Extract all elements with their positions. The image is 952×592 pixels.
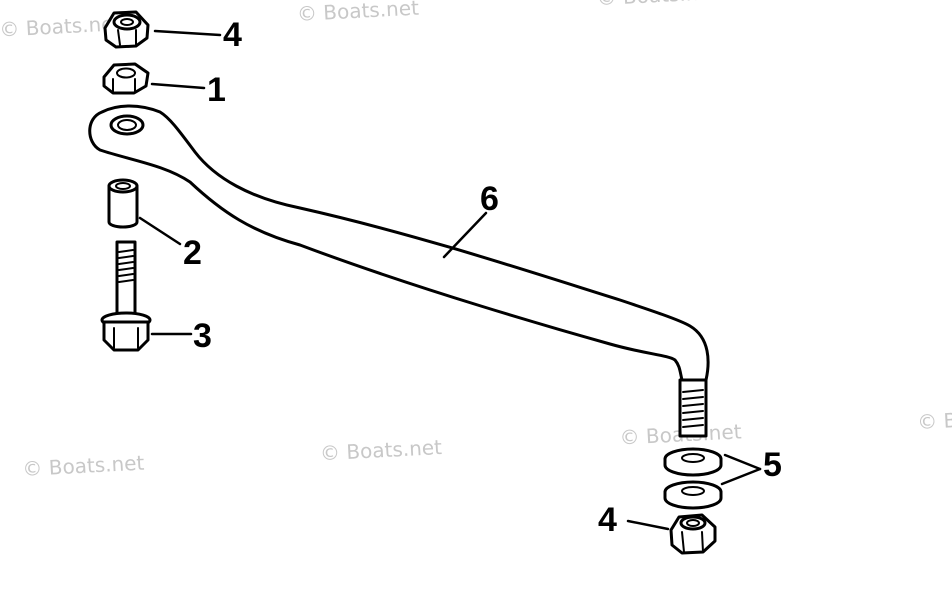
callout-nut-bottom: 4 <box>598 501 617 539</box>
watermark: © Boats.net <box>22 451 145 481</box>
washer-lower <box>663 480 723 510</box>
tie-bar <box>88 104 710 438</box>
callout-nut-top: 4 <box>223 16 242 54</box>
lock-nut-bottom <box>669 513 717 555</box>
hex-nut-washer <box>102 62 150 95</box>
hex-bolt <box>100 240 152 352</box>
watermark: © Boats.net <box>596 0 719 10</box>
spacer-sleeve <box>107 178 139 229</box>
lock-nut-top <box>103 10 150 49</box>
watermark: © Boats.net <box>319 435 442 465</box>
callout-bolt: 3 <box>193 317 212 355</box>
callout-labels: 4 1 2 3 6 5 4 <box>183 16 782 539</box>
leader-lines <box>138 29 762 531</box>
callout-washers-bottom: 5 <box>763 446 782 484</box>
callout-tie-bar: 6 <box>480 180 499 218</box>
callout-spacer: 2 <box>183 234 202 272</box>
watermark: © Boats.net <box>296 0 419 26</box>
watermark: © Boats.net <box>0 11 122 41</box>
washer-upper <box>663 447 723 477</box>
watermark: © Boats.net <box>917 404 952 434</box>
callout-washer-top: 1 <box>207 71 226 109</box>
